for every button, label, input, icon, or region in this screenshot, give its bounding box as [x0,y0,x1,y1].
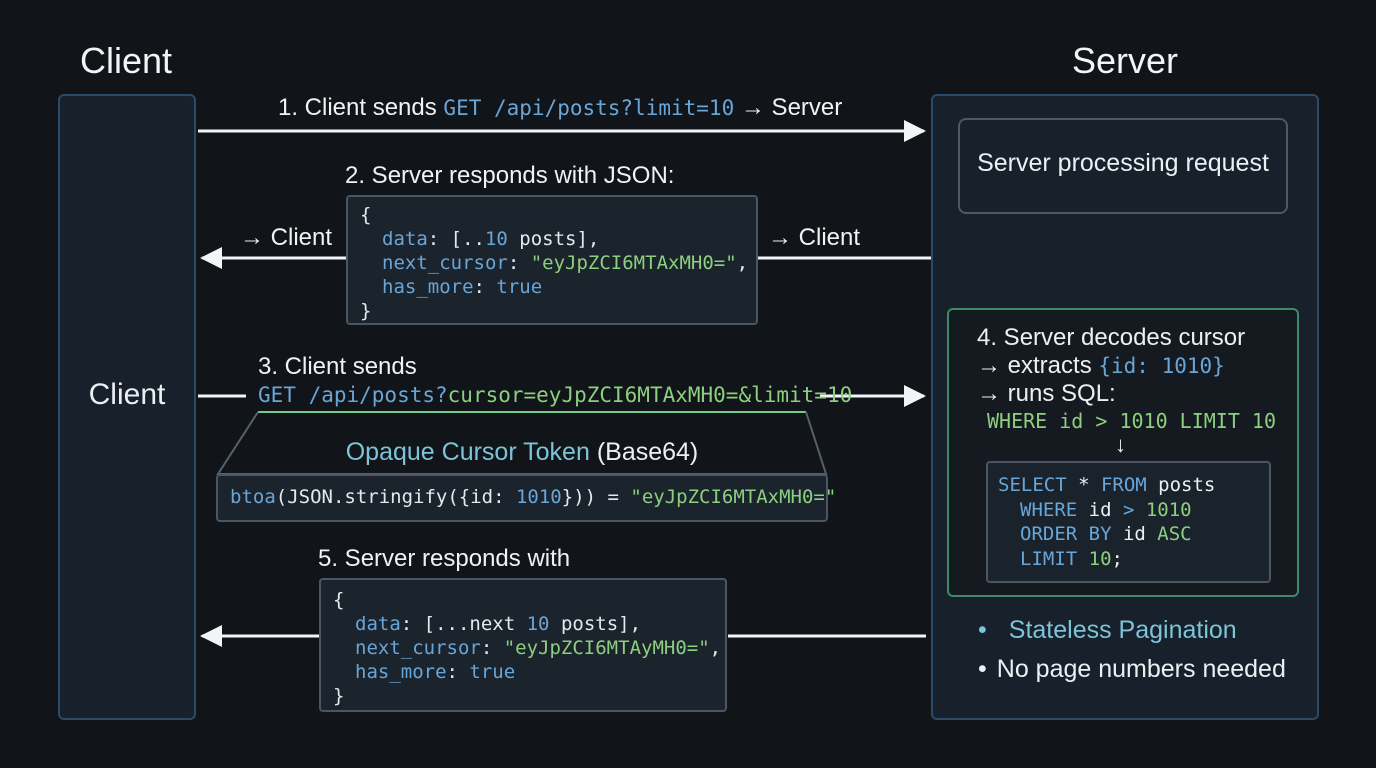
server-heading: Server [1071,40,1179,81]
step2-title: 2. Server responds with JSON: [345,162,675,189]
json5-data-post: posts], [549,613,642,635]
json-cursor-key: next_cursor [382,252,508,274]
sql-col-id: id [1077,498,1123,521]
bullet-stateless: • Stateless Pagination [978,616,1237,645]
step2-json-box: {data: [..10 posts],next_cursor: "eyJpZC… [346,195,758,325]
sql-kw-where: WHERE [1020,498,1078,521]
sql-line-1: SELECT * FROM posts [998,473,1259,498]
json-has-more-key: has_more [382,276,474,298]
sql-order-col: id [1111,523,1158,545]
step4-title: 4. Server decodes cursor [977,324,1246,351]
step3-request-path: GET /api/posts? [258,383,448,407]
bullet-no-page-numbers: • No page numbers needed [978,655,1286,684]
token-expr-num: 1010 [515,486,562,508]
client-heading: Client [79,40,173,81]
step3-title: 3. Client sends [258,353,417,380]
sql-val-1010: 1010 [1134,498,1192,521]
token-title-rest: (Base64) [589,438,699,466]
json5-cursor-value: "eyJpZCI6MTAyMH0=" [503,637,710,659]
sql-kw-asc: ASC [1157,523,1192,545]
step4-extracts-value: {id: 1010} [1098,354,1225,378]
bullet-text-2: No page numbers needed [996,655,1286,683]
json-has-more-value: true [496,276,543,298]
json-data-line: data: [..10 posts], [360,227,744,251]
json5-cursor-key: next_cursor [355,637,481,659]
step1-request: GET /api/posts?limit=10 [443,96,735,120]
step1-prefix: 1. Client sends [278,94,444,121]
step4-where-clause: WHERE id > 1010 LIMIT 10 [987,409,1276,433]
json5-close-brace: } [333,685,345,707]
json5-open-brace: { [333,589,345,611]
sql-line-2: WHERE id > 1010 [998,498,1259,523]
step3-request-query: cursor=eyJpZCI6MTAxMH0=&limit=10 [447,383,853,407]
json-open-brace: { [360,204,372,226]
down-arrow-icon: ↓ [1115,432,1126,457]
token-expression-box: btoa(JSON.stringify({id: 1010})) = "eyJp… [216,474,836,522]
step5-json-box: {data: [...next 10 posts],next_cursor: "… [319,578,727,712]
json5-cursor-line: next_cursor: "eyJpZCI6MTAyMH0=", [355,637,722,659]
json5-has-more-key: has_more [355,661,447,683]
json5-has-more-line: has_more: true [355,661,516,683]
step4-extracts: → extracts {id: 1010} [977,352,1225,380]
step3-request: GET /api/posts?cursor=eyJpZCI6MTAxMH0=&l… [258,383,852,407]
token-fn: btoa [230,486,276,508]
json5-data-pre: : [...next [400,613,527,635]
server-processing-box: Server processing request [958,118,1288,214]
token-expr-post: })) = [561,486,631,508]
json-data-key: data [382,228,428,250]
bullet-dot-2: • [978,655,987,683]
sql-line-4: LIMIT 10; [998,547,1259,572]
client-lane-label: Client [88,378,166,411]
token-title-highlight: Opaque Cursor Token [345,438,590,466]
decode-box: 4. Server decodes cursor → extracts {id:… [947,308,1299,597]
sql-kw-order: ORDER BY [1020,523,1112,545]
json-cursor-value: "eyJpZCI6MTAxMH0=" [530,252,737,274]
step2-to-client-left: → Client [240,224,333,251]
json5-data-num: 10 [526,613,550,635]
sql-kw-select: SELECT [998,474,1067,496]
token-expr-pre: (JSON.stringify({id: [275,486,516,508]
sql-star: * [1066,474,1101,496]
sql-op-gt: > [1122,498,1135,521]
sql-kw-limit: LIMIT [1020,547,1078,570]
token-result: "eyJpZCI6MTAxMH0=" [630,486,837,508]
json-data-pre: : [.. [427,228,485,250]
client-lane: Client [58,94,196,720]
json5-data-line: data: [...next 10 posts], [333,612,713,636]
token-title: Opaque Cursor Token (Base64) [218,438,826,467]
json5-has-more-value: true [469,661,516,683]
json-data-num: 10 [484,228,508,250]
json5-data-key: data [355,613,401,635]
sql-val-10: 10 [1077,547,1112,570]
sql-semicolon: ; [1111,547,1123,570]
sql-kw-from: FROM [1100,474,1147,496]
step1-label: 1. Client sends GET /api/posts?limit=10 … [278,94,842,122]
step5-title: 5. Server responds with [318,545,571,572]
json-data-post: posts], [507,228,600,250]
sql-table: posts [1146,474,1216,496]
step1-suffix: → Server [734,94,843,121]
step2-to-client-right: → Client [768,224,861,251]
bullet-text-1: Stateless Pagination [1008,616,1237,644]
sql-line-3: ORDER BY id ASC [998,522,1259,547]
json-cursor-line: next_cursor: "eyJpZCI6MTAxMH0=", [382,252,749,274]
json-close-brace: } [360,300,372,322]
json-has-more-line: has_more: true [382,276,543,298]
bullet-dot-1: • [978,616,987,644]
step4-extracts-prefix: → extracts [977,352,1099,379]
step4-runs-sql: → runs SQL: [977,380,1116,407]
